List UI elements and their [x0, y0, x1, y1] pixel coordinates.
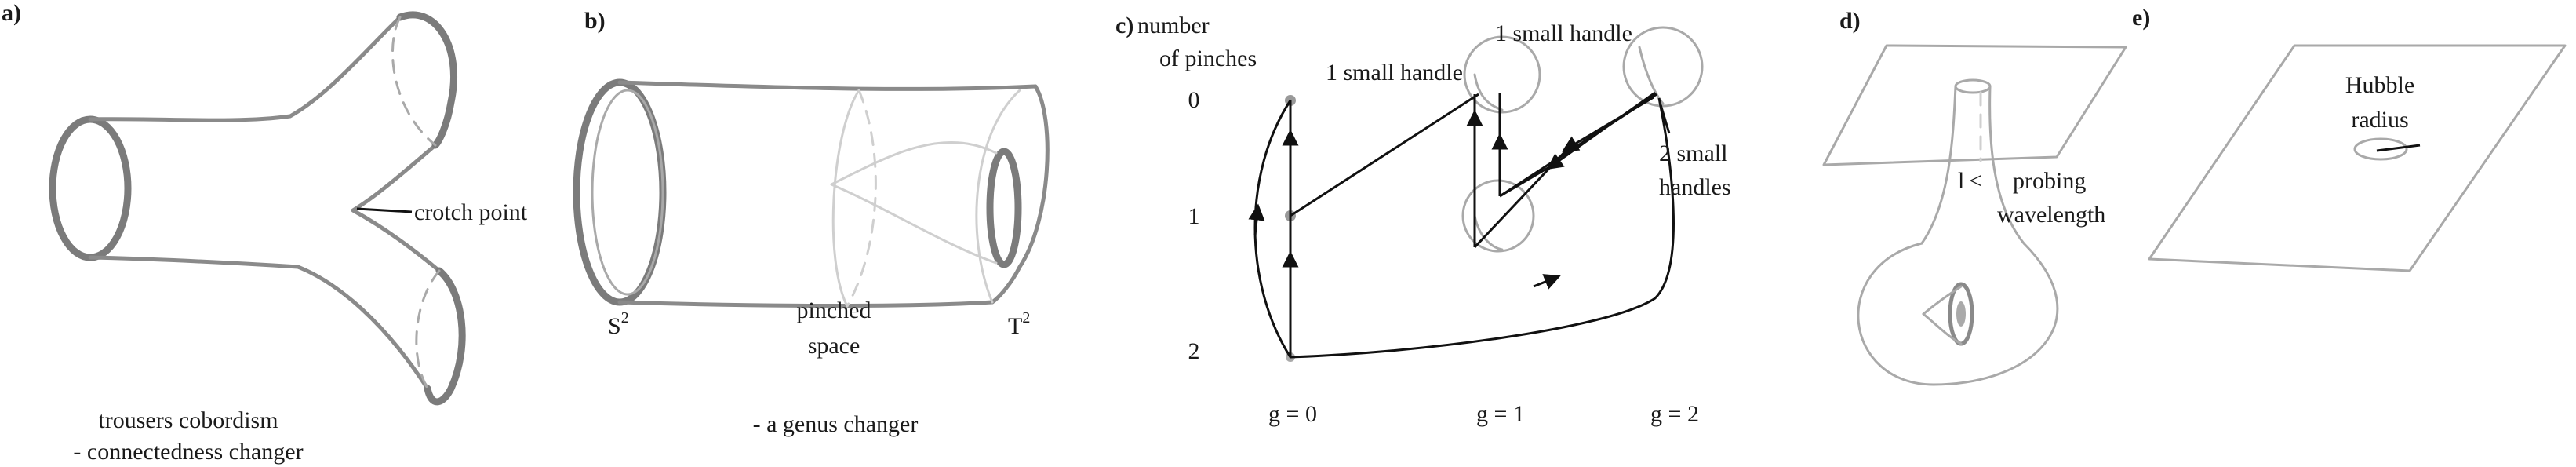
panel-d-label: d) [1839, 8, 1861, 34]
arrow-g0p2-to-g2 [1290, 97, 1675, 359]
genus-label-1: g = 1 [1476, 401, 1525, 427]
cylinder-top-edge [617, 80, 1038, 91]
panel-a-caption-line1: trousers cobordism [98, 407, 278, 433]
neck-left [1920, 85, 1957, 245]
pinch-level-1: 1 [1188, 203, 1200, 229]
panel-b: b) S2 pinched space T2 - a genus changer [573, 8, 1050, 437]
pinch-section-back [846, 89, 877, 308]
panel-a: a) crotch point trousers cobordism - con… [2, 0, 528, 465]
panel-d: d) l < probing wavelength [1822, 8, 2127, 386]
hubble-label-line2: radius [2351, 107, 2408, 133]
pinch-level-0: 0 [1188, 87, 1200, 113]
pinch-section-front [831, 89, 860, 308]
arrow-g0p2-to-g2-head [1533, 274, 1561, 290]
probing-line1: probing [2013, 168, 2086, 194]
arrow-g2-to-g1-b-tail [1473, 146, 1570, 249]
lt-symbol: < [1969, 168, 1982, 194]
pinched-label-line2: space [808, 333, 860, 359]
bulb-eye-pupil [1956, 301, 1966, 327]
trousers-left-opening [49, 115, 132, 261]
axis-title-line2: of pinches [1159, 46, 1257, 71]
hubble-circle [2353, 137, 2408, 161]
crotch-point-label: crotch point [414, 199, 528, 225]
cylinder-right-end [990, 84, 1050, 305]
trousers-lower-edge [88, 255, 430, 391]
bulb-outline [1857, 242, 2059, 386]
bulb-eye-lash-top [1922, 285, 1963, 316]
panel-c: c) number of pinches 0 1 2 g = 0 g = 1 g… [1115, 13, 1731, 427]
trousers-top-opening-back [391, 16, 437, 147]
cylinder-left-ellipse-inner [591, 89, 664, 296]
panel-e-label: e) [2132, 5, 2150, 31]
panel-a-label: a) [2, 0, 21, 26]
hubble-label-line1: Hubble [2345, 72, 2414, 98]
note-handle-1b: 1 small handle [1495, 20, 1632, 46]
neck-top-ring [1954, 78, 1992, 94]
panel-b-label: b) [584, 8, 606, 34]
trousers-top-opening-front [396, 11, 457, 149]
pinch-level-2: 2 [1188, 338, 1200, 364]
pinch-cone-upper [830, 141, 998, 186]
cylinder-bottom-edge [617, 300, 995, 308]
crotch-pointer [356, 207, 413, 213]
edge-g2-to-g1-mid [1499, 93, 1657, 198]
trousers-bottom-opening-back [415, 269, 441, 390]
handle-sphere-g1-mid-shade [1473, 214, 1504, 251]
neck-right [1988, 85, 2025, 245]
panel-b-caption: - a genus changer [753, 411, 919, 437]
genus-label-0: g = 0 [1268, 401, 1317, 427]
note-handle-1a: 1 small handle [1326, 60, 1463, 86]
handle-sphere-g1-top [1463, 35, 1541, 114]
hubble-radius-line [2376, 144, 2421, 152]
arrow-g0-2to0-curve [1253, 100, 1292, 358]
note-handle-2-pointer [1658, 101, 1671, 134]
handle-sphere-g2-top [1622, 26, 1704, 108]
panel-e: e) Hubble radius [2132, 5, 2567, 272]
label-T: T2 [1008, 309, 1030, 339]
plane-e [2148, 44, 2567, 272]
panel-c-label: c) [1115, 13, 1133, 38]
label-S: S2 [608, 309, 629, 339]
note-handle-2-line1: 2 small [1659, 140, 1728, 166]
probing-line2: wavelength [1997, 202, 2105, 228]
note-handle-2-line2: handles [1659, 174, 1731, 200]
pinched-label-line1: pinched [797, 297, 871, 323]
trousers-bottom-opening-front [424, 267, 466, 406]
trousers-crotch-edge [351, 143, 442, 273]
l-symbol: l [1958, 168, 1964, 194]
handle-sphere-g1-mid [1461, 179, 1535, 253]
cylinder-right-back [975, 89, 1021, 304]
bulb-eye-lash-bottom [1922, 312, 1963, 345]
panel-a-caption-line2: - connectedness changer [73, 439, 303, 465]
plane-d [1822, 44, 2127, 166]
genus-label-2: g = 2 [1650, 401, 1699, 427]
torus-hole [986, 148, 1022, 268]
arrow-g0-2to0-head [1248, 203, 1265, 236]
trousers-upper-edge [88, 15, 402, 122]
pinch-cone-lower [830, 183, 998, 265]
axis-title-line1: number [1137, 13, 1210, 38]
edge-g0p1-to-g1 [1290, 93, 1479, 217]
